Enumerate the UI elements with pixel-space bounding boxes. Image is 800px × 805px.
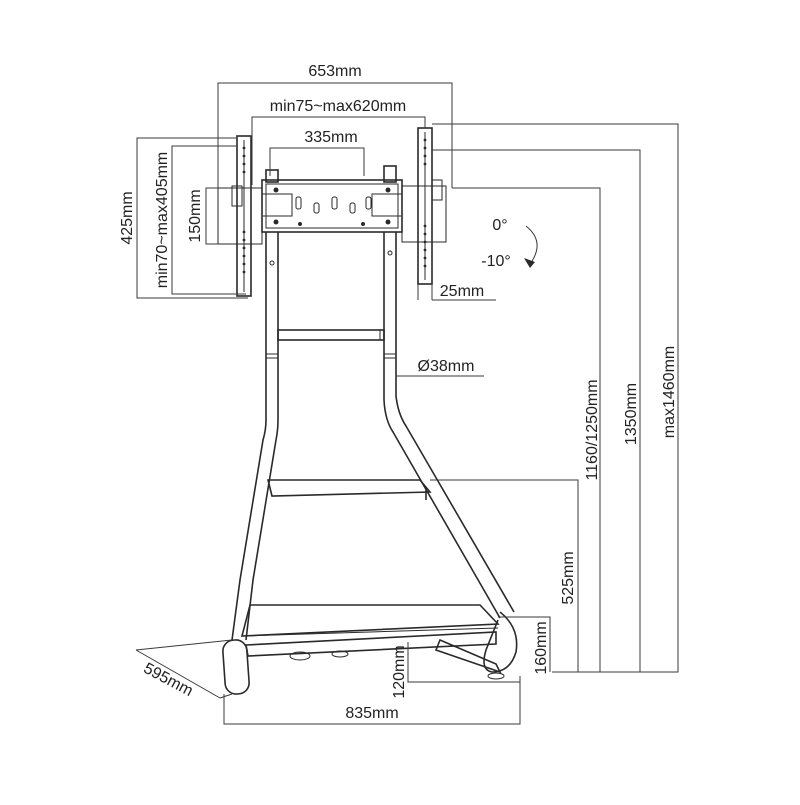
label-width-overall: 653mm <box>308 63 361 80</box>
cross-bar <box>277 329 385 341</box>
bottom-shelf <box>240 604 500 637</box>
caster-mid <box>331 650 349 658</box>
pole-right-inner <box>395 232 515 613</box>
label-base-width: 835mm <box>345 705 398 722</box>
base-front-bar <box>245 631 497 657</box>
pole-cap-right <box>383 165 397 183</box>
label-wall-gap: 25mm <box>440 283 484 300</box>
label-tilt-up: 0° <box>492 217 507 234</box>
label-height-max: max1460mm <box>661 346 678 438</box>
base-foot-left <box>222 639 250 695</box>
label-base-depth: 595mm <box>141 660 196 700</box>
tilt-arrow <box>525 225 538 265</box>
mount-plate-slots <box>273 187 391 226</box>
base-foot-right <box>483 611 518 673</box>
pole-left-inner <box>245 232 279 641</box>
mount-arm-right <box>417 127 443 285</box>
dimension-lines <box>135 82 679 725</box>
label-base-height: 120mm <box>391 645 408 698</box>
mount-arm-left <box>231 135 252 297</box>
tv-mount <box>217 127 447 297</box>
pole-right-outer <box>383 232 501 619</box>
label-vesa-vertical: min70~max405mm <box>154 152 171 289</box>
label-vesa-horizontal: min75~max620mm <box>270 98 407 115</box>
pole-left-outer <box>231 232 267 641</box>
top-shelf <box>266 479 432 500</box>
label-plate-width: 335mm <box>304 129 357 146</box>
label-height-overall: 425mm <box>119 191 136 244</box>
label-tilt-down: -10° <box>481 253 511 270</box>
label-plate-height: 150mm <box>187 189 204 242</box>
label-bottom-shelf-height: 160mm <box>533 621 550 674</box>
label-pole-diameter: Ø38mm <box>418 358 475 375</box>
base-rear-bar <box>434 638 502 674</box>
label-height-top-shelf: 1160/1250mm <box>584 379 601 480</box>
dimension-labels: 653mm min75~max620mm 335mm 425mm min70~m… <box>119 63 678 722</box>
label-shelf-height: 525mm <box>560 551 577 604</box>
pole-cap-left <box>265 169 279 183</box>
stand-frame <box>222 232 518 695</box>
label-height-1350: 1350mm <box>623 383 640 445</box>
base-frame <box>222 611 518 695</box>
caster-left <box>289 651 311 661</box>
caster-right <box>487 672 505 680</box>
